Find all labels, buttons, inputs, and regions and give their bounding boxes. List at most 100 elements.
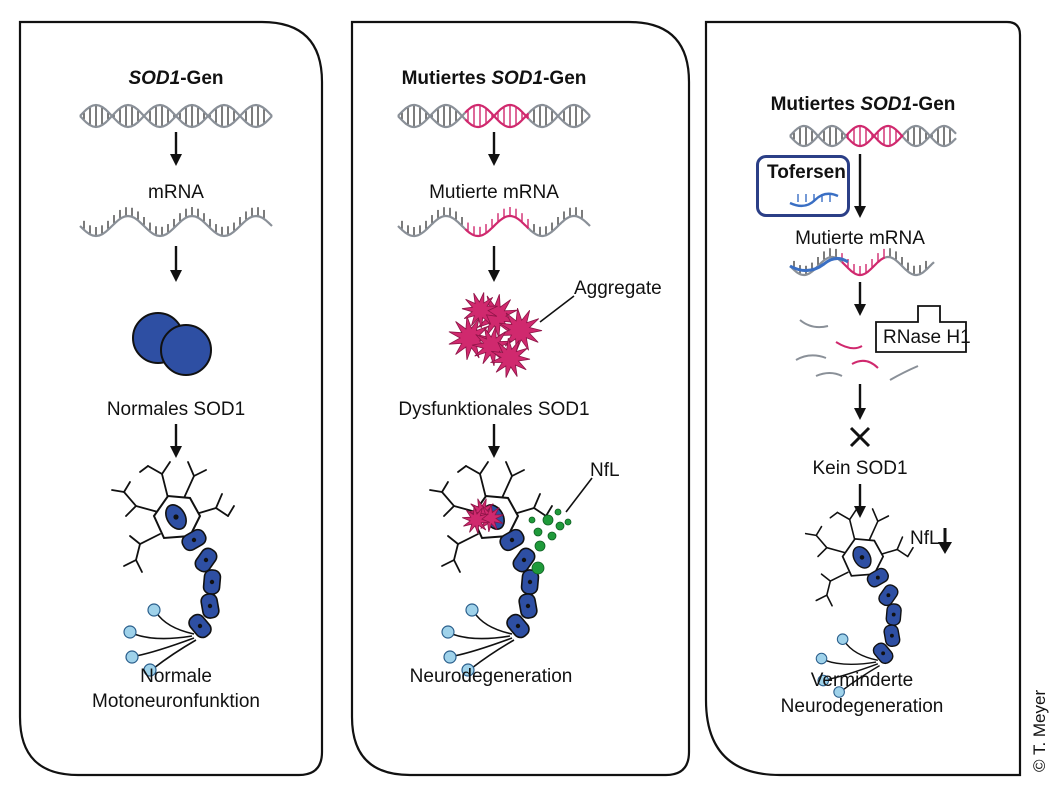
blocked-mark xyxy=(849,426,871,448)
arrow-head xyxy=(854,408,866,420)
panel-3-outcome-line2: Neurodegeneration xyxy=(780,696,944,717)
strand xyxy=(527,103,591,129)
nfl-particle xyxy=(531,561,545,575)
dendrite xyxy=(457,465,467,473)
dendrite xyxy=(533,493,541,509)
nfl-particle xyxy=(533,527,543,537)
panel-3-neuron xyxy=(804,508,914,698)
nfl-leader xyxy=(565,477,593,513)
nfl-down-arrow xyxy=(938,528,952,554)
sod1-aggregates xyxy=(448,292,543,378)
axon-terminal xyxy=(135,637,195,657)
dendrite xyxy=(135,543,141,561)
dendrite xyxy=(443,505,455,517)
rna-fragment xyxy=(835,341,863,350)
dendrite xyxy=(195,507,229,517)
dendrite xyxy=(193,469,207,477)
panel-1-outcome-line2: Motoneuronfunktion xyxy=(92,691,260,712)
panel-1-neuron xyxy=(111,461,235,677)
dendrite xyxy=(906,546,914,558)
axon-terminal xyxy=(451,633,511,640)
arrow-head xyxy=(488,446,500,458)
aggregate-cluster xyxy=(461,292,498,329)
dendrite xyxy=(453,559,461,573)
synaptic-bouton xyxy=(465,603,479,617)
neuron-aggregate xyxy=(462,498,504,535)
dendrite xyxy=(447,533,479,546)
copyright-credit: © T. Meyer xyxy=(1030,689,1049,772)
rna-fragment xyxy=(795,354,827,361)
panel-3-arrow-1 xyxy=(854,154,866,218)
tofersen-box: Tofersen xyxy=(756,155,850,217)
strand-mutation xyxy=(464,214,530,238)
axon-terminal xyxy=(824,659,877,666)
synaptic-bouton xyxy=(147,603,161,617)
dendrite xyxy=(815,525,823,537)
myelin-dot xyxy=(521,557,527,563)
panel-1-arrow-3 xyxy=(170,424,182,458)
strand xyxy=(902,124,957,148)
bound-aso xyxy=(789,257,849,272)
nfl-particle xyxy=(534,540,546,552)
panel-1-arrow-1 xyxy=(170,132,182,166)
panel-2-mrna-strand xyxy=(397,207,591,238)
panel-1-frame xyxy=(18,20,324,777)
axon-terminal xyxy=(842,664,880,691)
rna-fragment xyxy=(815,372,843,377)
dendrite xyxy=(125,505,137,517)
arrow-head xyxy=(938,542,952,554)
rnase-h1-enzyme xyxy=(875,305,967,353)
dendrite xyxy=(829,511,839,519)
dendrite xyxy=(817,546,828,558)
myelin-dot xyxy=(527,579,533,585)
nfl-particle xyxy=(564,518,572,526)
mrna-fragments xyxy=(795,319,919,381)
nfl-particle xyxy=(547,531,557,541)
axon-terminal xyxy=(133,633,193,640)
dendrite xyxy=(441,559,455,567)
dendrite xyxy=(826,594,833,607)
myelin-dot xyxy=(509,537,515,543)
strand xyxy=(884,255,935,277)
myelin-dot xyxy=(197,623,203,629)
synaptic-bouton xyxy=(143,663,157,677)
dendrite xyxy=(441,491,477,513)
synaptic-bouton xyxy=(443,650,457,664)
panel-1-gene-label: SOD1-Gen xyxy=(128,68,224,89)
panel-3-outcome-line1: Verminderte xyxy=(810,670,914,691)
dendrite xyxy=(826,580,832,596)
tofersen-aso xyxy=(789,192,839,208)
dendrite xyxy=(227,505,235,517)
panel-1-dna-helix xyxy=(79,103,273,129)
dendrite xyxy=(501,461,513,499)
panel-3-protein-label: Kein SOD1 xyxy=(812,458,908,479)
dendrite xyxy=(511,469,525,477)
strand xyxy=(79,214,273,238)
inclusion-cluster xyxy=(476,503,504,533)
tofersen-label: Tofersen xyxy=(767,162,846,183)
panel-2-arrow-1 xyxy=(488,132,500,166)
strand-mutation xyxy=(841,256,886,277)
myelin-dot xyxy=(886,593,891,598)
myelin-dot xyxy=(875,575,880,580)
x-stroke xyxy=(849,426,871,448)
dendrite xyxy=(135,559,143,573)
strand xyxy=(789,124,848,148)
dendrite xyxy=(215,493,223,509)
aggregate-leader xyxy=(539,295,575,323)
myelin-dot xyxy=(207,603,213,609)
nfl-particle xyxy=(542,514,554,526)
strand xyxy=(79,103,273,129)
arrow-head xyxy=(854,206,866,218)
dendrite xyxy=(183,461,195,499)
aso-strand xyxy=(789,192,839,208)
arrow-head xyxy=(488,154,500,166)
strand xyxy=(527,214,591,238)
panel-1-arrow-2 xyxy=(170,246,182,282)
dendrite xyxy=(123,481,131,493)
dendrite xyxy=(123,491,159,513)
axon-terminal xyxy=(153,639,197,669)
nucleolus xyxy=(173,514,179,520)
axon-terminal xyxy=(826,663,879,681)
nfl-particle xyxy=(555,521,565,531)
